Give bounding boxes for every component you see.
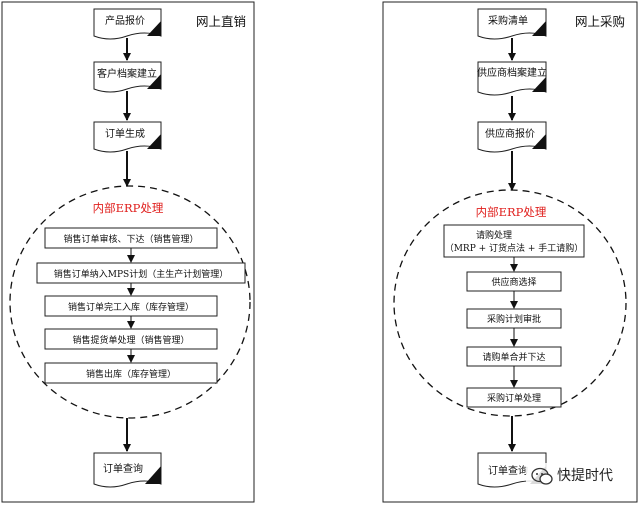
left-step-5: 销售出库（库存管理）: [44, 362, 218, 384]
right-step-plan-approve: 采购计划审批: [466, 308, 562, 329]
left-doc-label: 订单生成: [105, 127, 145, 140]
right-erp-boundary: [393, 189, 627, 417]
right-step-label: 采购订单处理: [487, 392, 541, 404]
right-doc-label: 供应商报价: [485, 127, 535, 140]
doc-corner-mark: [532, 77, 546, 92]
doc-corner-mark: [147, 134, 161, 149]
doc-corner-mark: [145, 466, 161, 484]
left-doc-order-query: 订单查询: [93, 452, 162, 488]
left-step-label: 销售出库（库存管理）: [86, 368, 176, 380]
right-doc-label: 供应商档案建立: [477, 66, 547, 79]
right-step-label: 采购计划审批: [487, 313, 541, 325]
right-step-label: 供应商选择: [491, 276, 536, 288]
left-step-label: 销售订单完工入库（库存管理）: [68, 301, 194, 313]
left-step-1: 销售订单审核、下达（销售管理）: [44, 227, 218, 249]
right-step-sublabel: （MRP + 订货点法 + 手工请购）: [445, 242, 584, 254]
left-doc-label: 客户档案建立: [97, 67, 157, 80]
left-doc-customer-file: 客户档案建立: [93, 61, 162, 93]
right-erp-title: 内部ERP处理: [476, 205, 547, 219]
left-doc-label: 订单查询: [103, 462, 143, 475]
right-doc-supplier-file: 供应商档案建立: [477, 61, 547, 96]
left-step-4: 销售提货单处理（销售管理）: [44, 328, 218, 350]
doc-corner-mark: [532, 21, 546, 36]
left-step-2: 销售订单纳入MPS计划（主生产计划管理）: [36, 262, 246, 284]
right-step-supplier-select: 供应商选择: [466, 271, 562, 292]
left-erp-title: 内部ERP处理: [93, 201, 164, 215]
right-doc-label: 采购清单: [488, 14, 528, 27]
left-doc-order-gen: 订单生成: [93, 121, 162, 153]
left-panel-frame: [1, 1, 255, 503]
right-step-request: 请购处理 （MRP + 订货点法 + 手工请购）: [443, 224, 585, 258]
left-erp-boundary: [9, 185, 251, 419]
right-step-label: 请购处理: [476, 229, 512, 241]
wechat-icon: [531, 467, 553, 485]
watermark-text: 快提时代: [557, 468, 613, 484]
left-doc-product-quote: 产品报价: [93, 8, 162, 40]
left-step-label: 销售提货单处理（销售管理）: [72, 334, 189, 346]
right-doc-purchase-list: 采购清单: [477, 8, 547, 40]
right-step-merge-issue: 请购单合并下达: [466, 346, 562, 367]
left-step-label: 销售订单审核、下达（销售管理）: [63, 233, 198, 245]
right-step-order-process: 采购订单处理: [466, 387, 562, 408]
doc-corner-mark: [147, 21, 161, 36]
watermark: 快提时代: [526, 463, 634, 487]
right-panel-title: 网上采购: [575, 14, 625, 29]
left-doc-label: 产品报价: [105, 14, 145, 27]
right-doc-label: 订单查询: [488, 464, 528, 477]
right-panel-frame: [382, 1, 638, 503]
right-step-label: 请购单合并下达: [482, 351, 545, 363]
doc-corner-mark: [147, 74, 161, 89]
left-step-label: 销售订单纳入MPS计划（主生产计划管理）: [54, 268, 228, 280]
doc-corner-mark: [532, 134, 546, 149]
left-step-3: 销售订单完工入库（库存管理）: [44, 295, 218, 317]
left-panel-title: 网上直销: [196, 14, 246, 29]
right-doc-supplier-quote: 供应商报价: [477, 121, 547, 153]
